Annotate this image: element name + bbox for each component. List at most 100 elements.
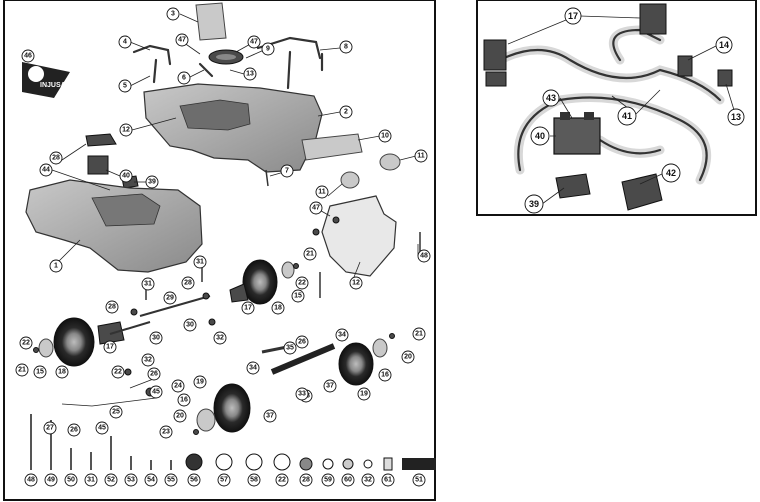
svg-text:48: 48: [27, 477, 35, 484]
svg-text:20: 20: [176, 413, 184, 420]
callout-31: 31: [193, 255, 207, 269]
svg-text:22: 22: [298, 280, 306, 287]
callouts-inset: 17 14 13 43 40 41 42 39: [507, 7, 745, 214]
svg-text:7: 7: [285, 168, 289, 175]
svg-text:55: 55: [167, 477, 175, 484]
svg-text:61: 61: [384, 477, 392, 484]
svg-text:45: 45: [98, 425, 106, 432]
svg-text:44: 44: [42, 167, 50, 174]
inset-callout-43: 43: [542, 89, 560, 107]
svg-text:11: 11: [318, 189, 326, 196]
callout-2: 2: [339, 105, 353, 119]
svg-text:26: 26: [298, 339, 306, 346]
callout-34a: 34: [335, 328, 349, 342]
callout-4: 4: [118, 35, 132, 49]
callout-15a: 15: [291, 289, 305, 303]
callout-26a: 26: [147, 367, 161, 381]
callout-25: 25: [109, 405, 123, 419]
svg-text:3: 3: [171, 11, 175, 18]
callouts-hardware: 48 49 50 31 52 53 54 55 56 57 58 22 28 5…: [24, 473, 426, 487]
parts-drawing: INJUSA: [22, 2, 421, 435]
callout-19a: 19: [357, 387, 371, 401]
hardware-label-59: 59: [321, 473, 335, 487]
callout-11b: 11: [315, 185, 329, 199]
hardware-label-49: 49: [44, 473, 58, 487]
hardware-label-56: 56: [187, 473, 201, 487]
svg-text:25: 25: [112, 409, 120, 416]
callout-45a: 45: [149, 385, 163, 399]
callout-37b: 37: [263, 409, 277, 423]
svg-text:31: 31: [144, 281, 152, 288]
svg-text:22: 22: [114, 369, 122, 376]
callout-13: 13: [243, 67, 257, 81]
callout-19b: 19: [193, 375, 207, 389]
svg-text:43: 43: [546, 93, 556, 103]
svg-text:19: 19: [360, 391, 368, 398]
svg-text:51: 51: [415, 477, 423, 484]
callout-1: 1: [49, 259, 63, 273]
callout-15b: 15: [33, 365, 47, 379]
svg-text:52: 52: [107, 477, 115, 484]
svg-text:26: 26: [70, 427, 78, 434]
svg-text:9: 9: [266, 46, 270, 53]
callout-45b: 45: [95, 421, 109, 435]
svg-text:27: 27: [46, 425, 54, 432]
svg-text:56: 56: [190, 477, 198, 484]
callout-46: 46: [21, 49, 35, 63]
callout-20b: 20: [173, 409, 187, 423]
callout-18b: 18: [55, 365, 69, 379]
callout-35: 35: [283, 341, 297, 355]
hardware-label-51: 51: [412, 473, 426, 487]
svg-text:54: 54: [147, 477, 155, 484]
svg-text:10: 10: [381, 133, 389, 140]
callout-17a: 17: [241, 301, 255, 315]
callout-47a: 47: [175, 33, 189, 47]
callout-16b: 16: [177, 393, 191, 407]
callout-30b: 30: [183, 318, 197, 332]
inset-callout-39: 39: [524, 194, 544, 214]
svg-text:20: 20: [404, 354, 412, 361]
callout-8: 8: [339, 40, 353, 54]
inset-callout-40: 40: [530, 126, 550, 146]
svg-text:8: 8: [344, 44, 348, 51]
svg-text:39: 39: [529, 199, 539, 209]
hardware-label-55: 55: [164, 473, 178, 487]
svg-text:13: 13: [246, 71, 254, 78]
callout-12a: 12: [119, 123, 133, 137]
svg-text:46: 46: [24, 53, 32, 60]
callout-22c: 22: [111, 365, 125, 379]
callout-37a: 37: [323, 379, 337, 393]
callout-40: 40: [119, 169, 133, 183]
svg-text:16: 16: [381, 372, 389, 379]
hardware-label-28: 28: [299, 473, 313, 487]
hardware-label-60: 60: [341, 473, 355, 487]
callout-18a: 18: [271, 301, 285, 315]
hardware-label-53: 53: [124, 473, 138, 487]
callout-28c: 28: [105, 300, 119, 314]
svg-text:1: 1: [54, 263, 58, 270]
svg-text:39: 39: [148, 179, 156, 186]
svg-text:17: 17: [244, 305, 252, 312]
svg-text:13: 13: [731, 112, 741, 122]
hardware-label-54: 54: [144, 473, 158, 487]
svg-text:12: 12: [352, 280, 360, 287]
callout-20a: 20: [401, 350, 415, 364]
svg-text:30: 30: [152, 335, 160, 342]
svg-text:28: 28: [52, 155, 60, 162]
svg-text:50: 50: [67, 477, 75, 484]
svg-text:15: 15: [36, 369, 44, 376]
callout-3: 3: [166, 7, 180, 21]
callout-27: 27: [43, 421, 57, 435]
svg-text:18: 18: [58, 369, 66, 376]
inset-callout-42: 42: [661, 163, 681, 183]
callout-30a: 30: [149, 331, 163, 345]
callout-47b: 47: [247, 35, 261, 49]
hardware-label-31: 31: [84, 473, 98, 487]
callout-47c: 47: [309, 201, 323, 215]
svg-text:28: 28: [302, 477, 310, 484]
svg-text:18: 18: [274, 305, 282, 312]
callout-31b: 31: [141, 277, 155, 291]
hardware-label-52: 52: [104, 473, 118, 487]
svg-text:6: 6: [182, 75, 186, 82]
